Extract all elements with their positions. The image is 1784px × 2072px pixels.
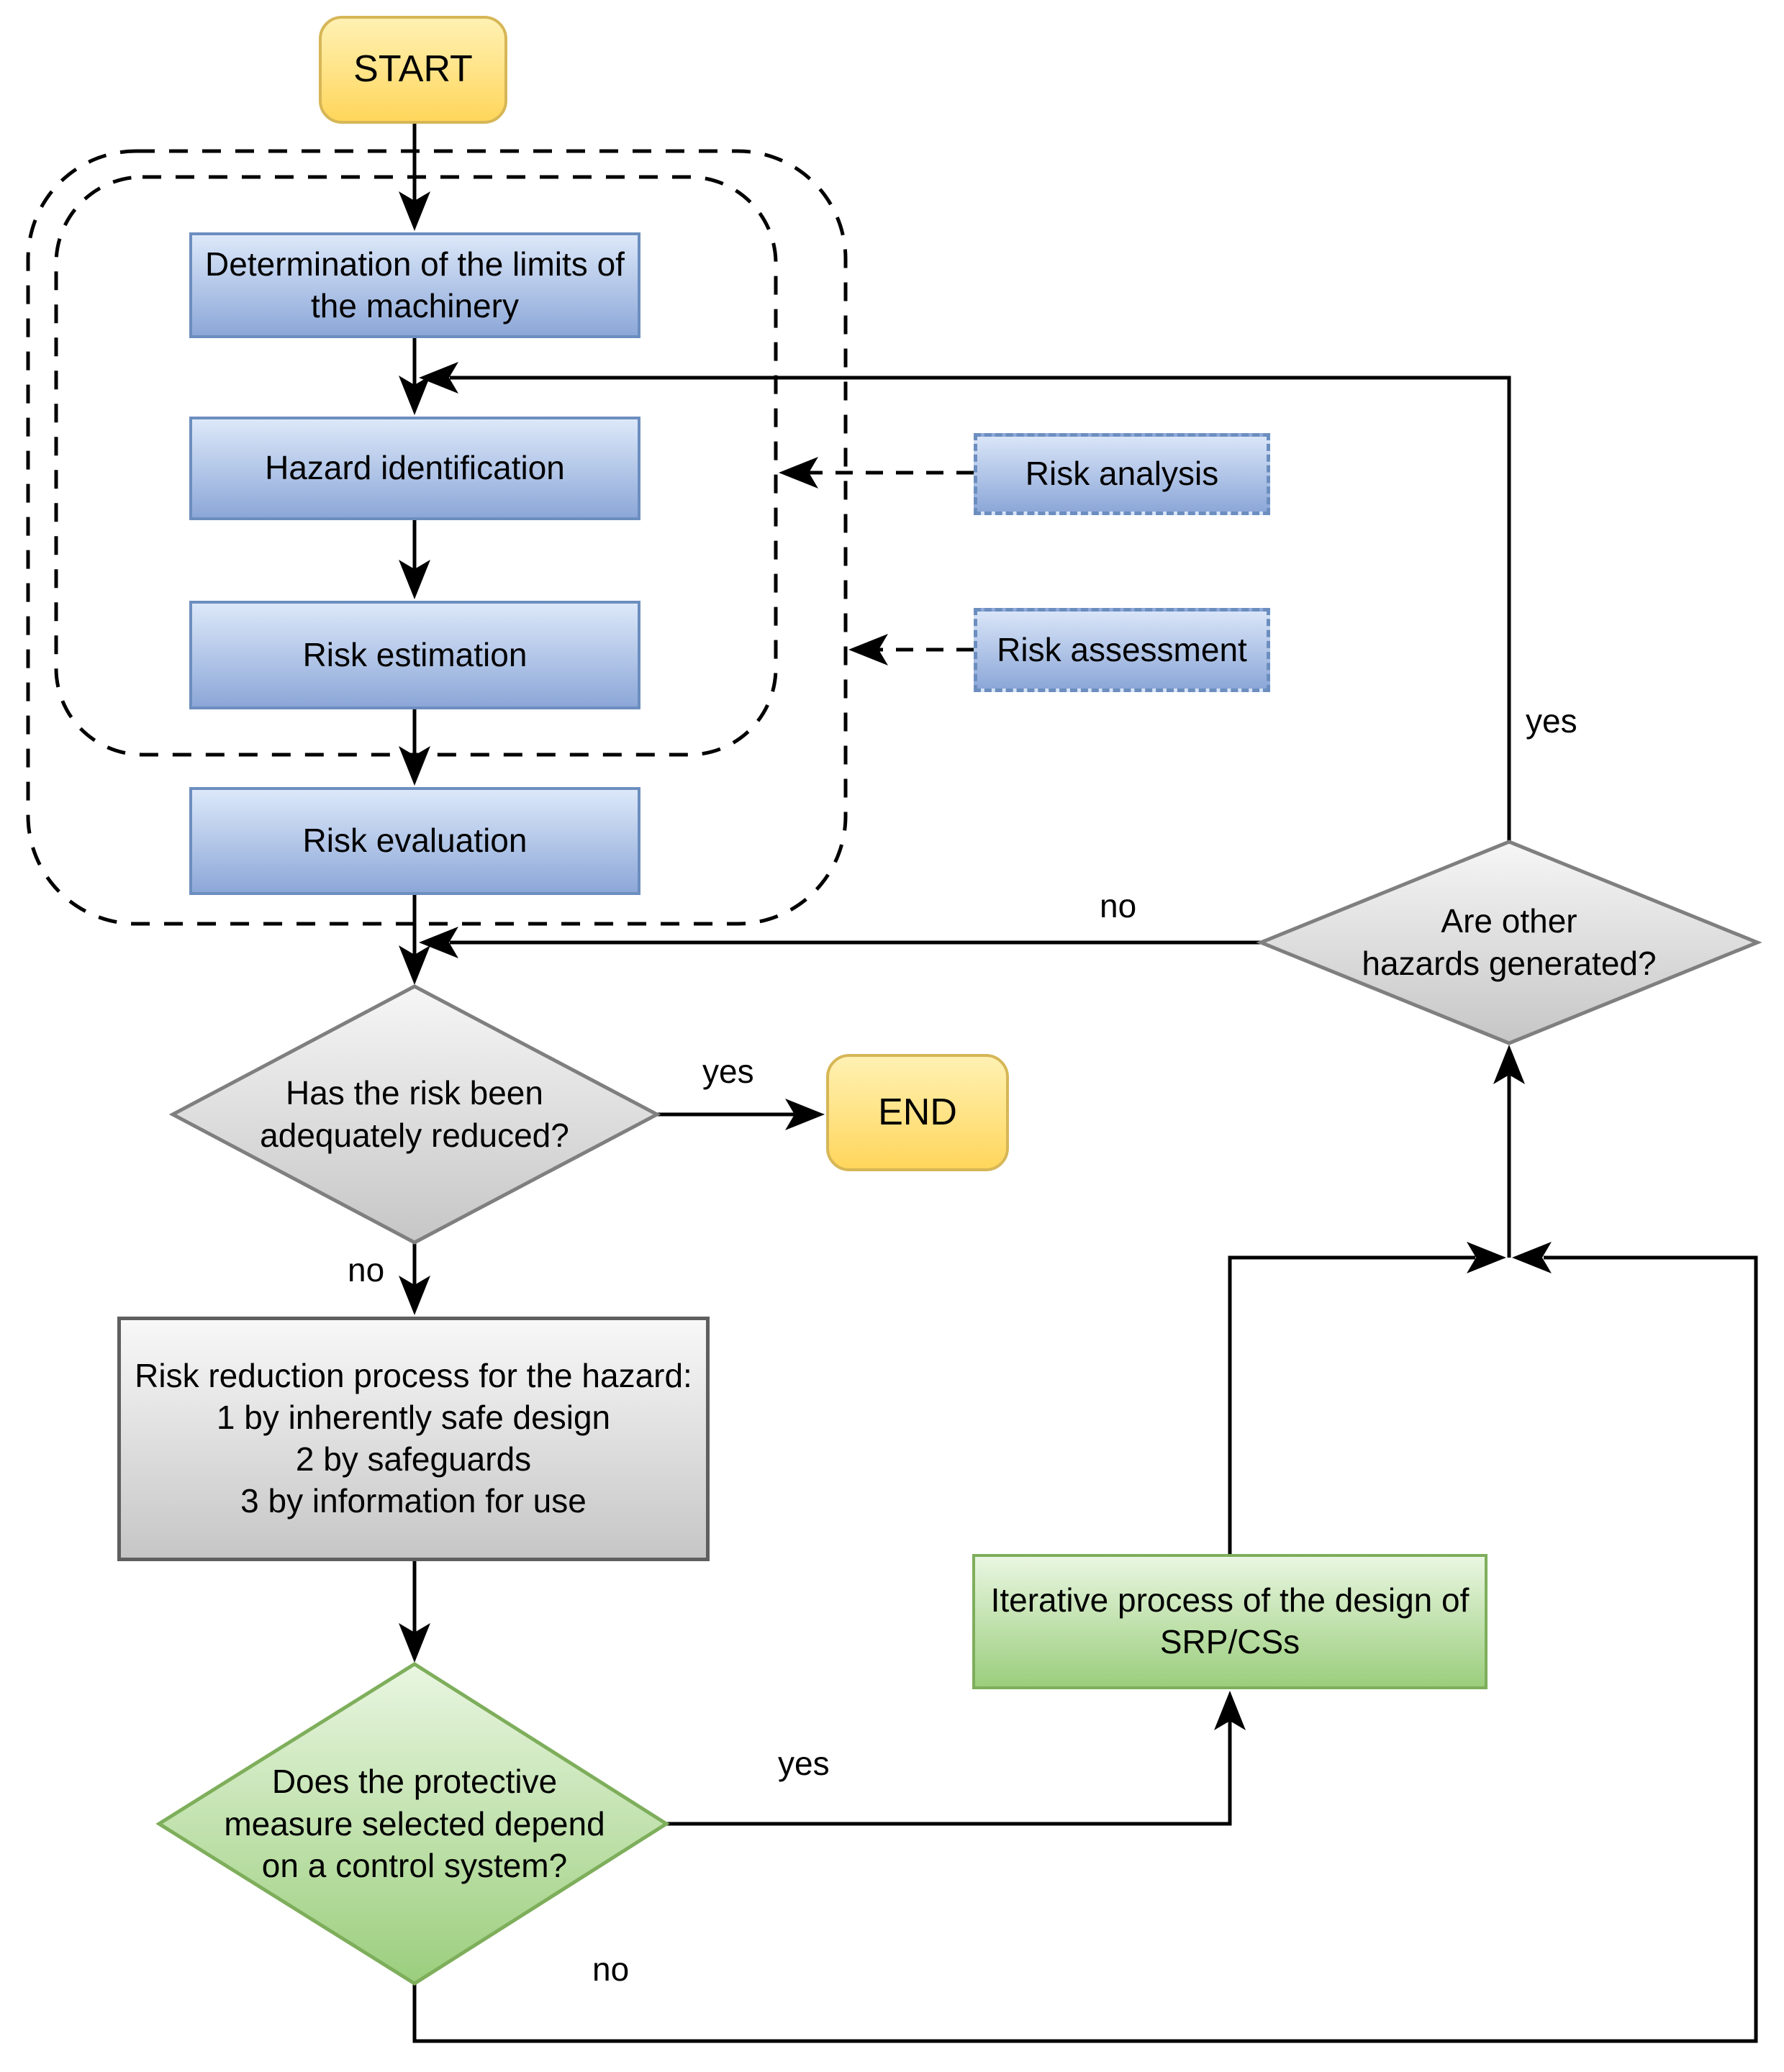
label-yes-control-system: yes <box>778 1745 830 1782</box>
risk-reduced-line-1: Has the risk been <box>286 1074 543 1112</box>
hazard-identification-label: Hazard identification <box>265 449 565 487</box>
hazard-identification-node: Hazard identification <box>189 417 640 520</box>
determination-line-2: the machinery <box>311 286 519 324</box>
iterative-process-line-1: Iterative process of the design of <box>990 1581 1470 1619</box>
risk-reduction-line-2: 1 by inherently safe design <box>216 1399 611 1437</box>
risk-estimation-node: Risk estimation <box>189 601 640 709</box>
iterative-process-line-2: SRP/CSs <box>1159 1623 1300 1660</box>
arrow-risk-analysis-pointer <box>779 457 818 489</box>
risk-analysis-node: Risk analysis <box>974 433 1270 515</box>
label-yes-to-end: yes <box>702 1053 754 1090</box>
arrow-into-risk-estimation <box>399 560 430 599</box>
risk-estimation-label: Risk estimation <box>302 635 527 673</box>
risk-evaluation-label: Risk evaluation <box>302 822 527 860</box>
edge-no-loop-to-junction <box>412 1255 1758 2043</box>
edge-yes-feedback-to-hazard-identification <box>450 376 1511 842</box>
risk-reduction-line-1: Risk reduction process for the hazard: <box>135 1357 692 1395</box>
edge-yes-to-iterative-process <box>666 1721 1232 1826</box>
arrow-risk-assessment-pointer <box>848 634 888 665</box>
protective-measure-line-1: Does the protective <box>271 1762 558 1800</box>
end-label: END <box>878 1091 957 1133</box>
risk-reduced-decision-text: Has the risk been adequately reduced? <box>235 1042 594 1186</box>
risk-assessment-label: Risk assessment <box>997 630 1247 668</box>
determination-line-1: Determination of the limits of <box>205 245 625 283</box>
flow-lines <box>412 124 1758 2043</box>
arrow-yes-feedback <box>419 362 458 394</box>
arrow-into-protective-decision <box>399 1623 430 1663</box>
arrow-into-determination <box>399 191 430 231</box>
arrow-into-risk-reduced-decision <box>399 945 430 985</box>
risk-reduction-node: Risk reduction process for the hazard: 1… <box>117 1317 710 1561</box>
label-no-below-risk-reduced: no <box>348 1251 385 1289</box>
start-label: START <box>353 48 473 91</box>
iterative-process-node: Iterative process of the design of SRP/C… <box>972 1554 1488 1689</box>
determination-node: Determination of the limits of the machi… <box>189 232 640 338</box>
risk-reduced-decision-shape <box>168 984 661 1245</box>
protective-measure-decision-shape <box>155 1662 670 1986</box>
label-yes-other-hazards: yes <box>1526 702 1577 740</box>
start-node: START <box>319 16 507 124</box>
risk-reduced-line-2: adequately reduced? <box>260 1117 569 1154</box>
arrow-into-iterative-process <box>1214 1691 1246 1730</box>
risk-assessment-group-outline <box>26 149 848 926</box>
other-hazards-decision-shape <box>1256 840 1762 1045</box>
risk-analysis-label: Risk analysis <box>1025 455 1219 493</box>
label-no-control-system: no <box>592 1950 630 1988</box>
risk-reduction-line-4: 3 by information for use <box>240 1481 587 1519</box>
arrowheads <box>399 191 1552 1730</box>
end-node: END <box>826 1054 1009 1171</box>
protective-measure-line-3: on a control system? <box>261 1847 568 1885</box>
risk-reduction-line-3: 2 by safeguards <box>295 1440 532 1478</box>
other-hazards-line-2: hazards generated? <box>1362 945 1657 982</box>
other-hazards-line-1: Are other <box>1441 902 1577 940</box>
arrow-into-risk-evaluation <box>399 746 430 786</box>
protective-measure-line-2: measure selected depend <box>224 1804 605 1842</box>
dashed-connectors <box>809 471 974 652</box>
arrow-junction-from-right <box>1512 1242 1552 1273</box>
edge-iterative-process-to-junction <box>1228 1255 1475 1554</box>
other-hazards-decision-text: Are other hazards generated? <box>1322 871 1696 1014</box>
protective-measure-decision-text: Does the protective measure selected dep… <box>206 1727 623 1921</box>
risk-evaluation-node: Risk evaluation <box>189 787 640 895</box>
risk-assessment-node: Risk assessment <box>974 608 1270 692</box>
arrow-into-other-hazards <box>1493 1045 1525 1084</box>
arrow-into-risk-reduction <box>399 1276 430 1315</box>
arrow-no-feedback <box>419 927 458 958</box>
arrow-junction-from-left <box>1467 1242 1506 1273</box>
arrow-into-end <box>785 1099 825 1130</box>
label-no-other-hazards: no <box>1100 887 1137 924</box>
arrow-into-hazard-identification <box>399 376 430 415</box>
